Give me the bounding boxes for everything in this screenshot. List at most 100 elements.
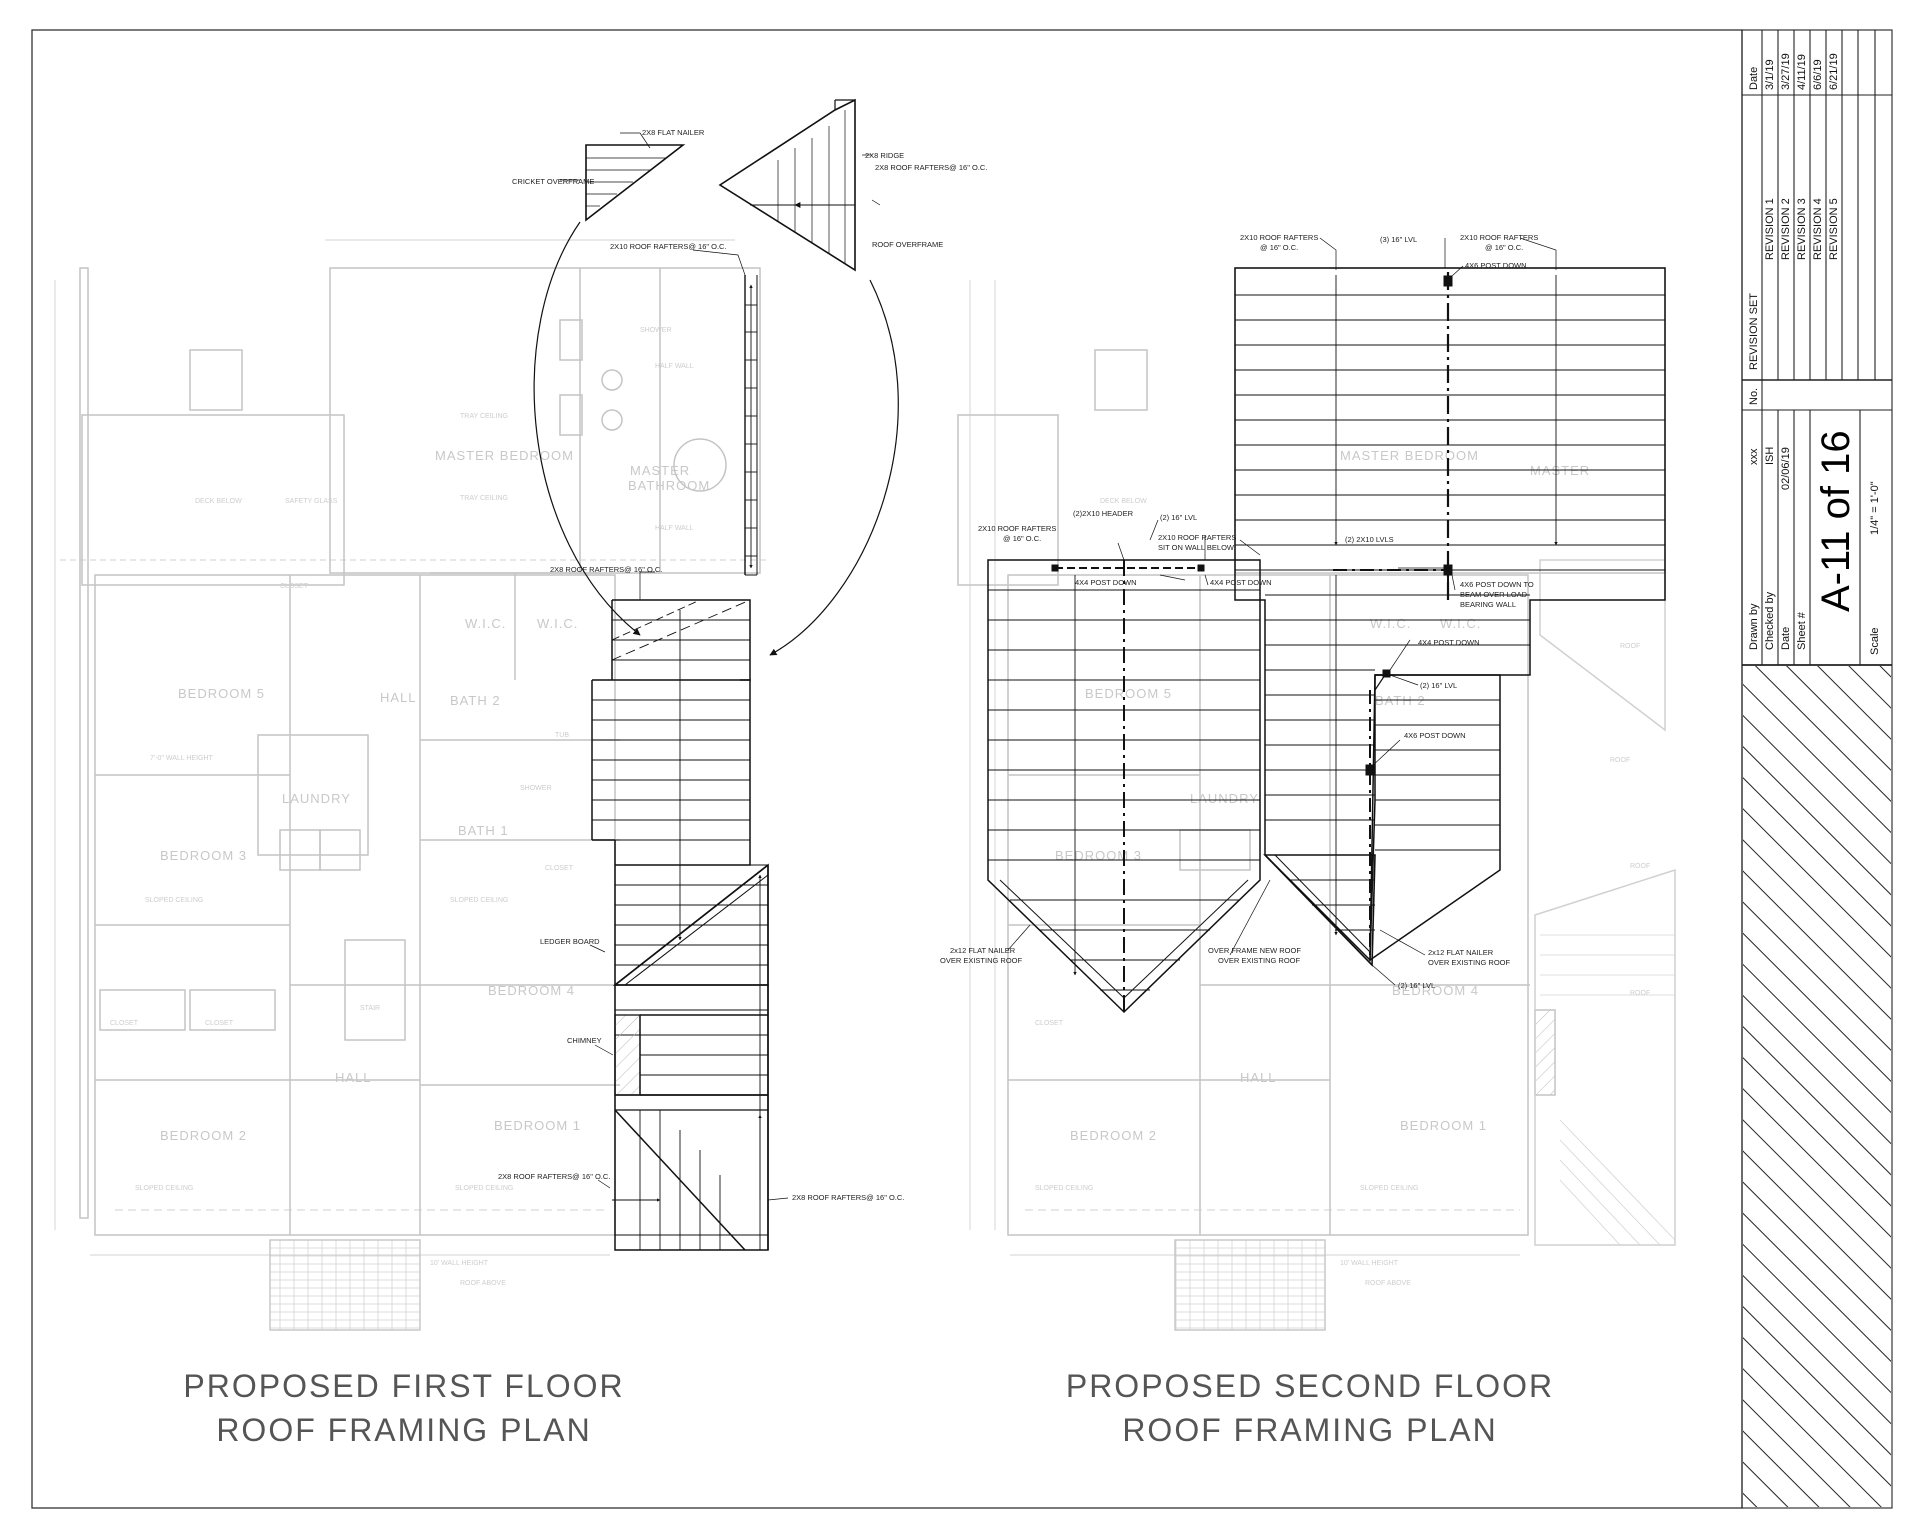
callout-rafters: @ 16" O.C.: [1485, 243, 1523, 252]
callout-nailer: 2x12 FLAT NAILER: [1428, 948, 1494, 957]
room-label: BEDROOM 3: [1055, 848, 1142, 863]
room-label: HALL: [1240, 1070, 1277, 1085]
callout-cricket-overframe: CRICKET OVERFRAME: [512, 177, 594, 186]
note-label: CLOSET: [545, 865, 574, 872]
second-floor-callouts: 2X10 ROOF RAFTERS @ 16" O.C. (3) 16" LVL…: [940, 233, 1538, 990]
room-label: BEDROOM 4: [488, 983, 575, 998]
note-label: DECK BELOW: [1100, 498, 1147, 505]
callout-rafters: @ 16" O.C.: [1003, 534, 1041, 543]
second-floor-plan-title-line1: PROPOSED SECOND FLOOR: [1066, 1368, 1554, 1404]
note-label: ROOF ABOVE: [460, 1280, 506, 1287]
callout-lvl: (2) 16" LVL: [1420, 681, 1457, 690]
room-label: W.I.C.: [1370, 616, 1411, 631]
note-label: SAFETY GLASS: [285, 498, 338, 505]
left-wing-roof: [987, 559, 1261, 1014]
checked-by-value: ISH: [1764, 447, 1776, 465]
callout-rafters: 2X8 ROOF RAFTERS@ 16" O.C.: [498, 1172, 610, 1181]
room-label: MASTER BEDROOM: [1340, 448, 1479, 463]
note-label: HALF WALL: [655, 363, 694, 370]
room-label: MASTER: [630, 463, 690, 478]
callout-post: 4X4 POST DOWN: [1075, 578, 1137, 587]
title-block-text: Date REVISION SET 3/1/19 REVISION 1 3/27…: [1748, 53, 1881, 655]
note-label: ROOF ABOVE: [1365, 1280, 1411, 1287]
room-label: BEDROOM 4: [1392, 983, 1479, 998]
note-label: CLOSET: [205, 1020, 234, 1027]
sheet-number: A-11 of 16: [1814, 430, 1858, 612]
revision-date: 6/6/19: [1812, 59, 1824, 90]
room-label: W.I.C.: [537, 616, 578, 631]
note-label: SLOPED CEILING: [455, 1185, 513, 1192]
first-floor-ghost-labels: MASTER BEDROOM MASTER BATHROOM W.I.C. W.…: [110, 327, 709, 1287]
first-floor-framing: [533, 98, 899, 1251]
room-label: BEDROOM 5: [1085, 686, 1172, 701]
callout-chimney: CHIMNEY: [567, 1036, 602, 1045]
callout-post: 4X4 POST DOWN: [1210, 578, 1272, 587]
callout-rafters-wall: 2X10 ROOF RAFTERS: [1158, 533, 1236, 542]
note-label: SLOPED CEILING: [145, 897, 203, 904]
chimney-box: [614, 1014, 641, 1096]
room-label: MASTER BEDROOM: [435, 448, 574, 463]
callout-nailer: OVER EXISTING ROOF: [940, 956, 1023, 965]
first-floor-callouts: 2X8 FLAT NAILER CRICKET OVERFRAME 2X8 RI…: [498, 128, 987, 1202]
drawn-by-label: Drawn by: [1748, 603, 1760, 650]
room-label: BEDROOM 1: [494, 1118, 581, 1133]
main-roof-outline: [1234, 267, 1666, 962]
note-label: 10' WALL HEIGHT: [1340, 1260, 1399, 1267]
date-column-header: Date: [1748, 67, 1760, 90]
room-label: LAUNDRY: [1190, 791, 1259, 806]
first-floor-ghost-plan: [54, 239, 770, 1331]
note-label: ROOF: [1630, 990, 1650, 997]
callout-post: 4X6 POST DOWN: [1465, 261, 1527, 270]
revision-name: REVISION 4: [1812, 198, 1824, 260]
callout-post: 4X6 POST DOWN: [1404, 731, 1466, 740]
room-label: BATH 1: [458, 823, 509, 838]
room-label: HALL: [335, 1070, 372, 1085]
callout-overframe: OVER FRAME NEW ROOF: [1208, 946, 1301, 955]
callout-overframe: OVER EXISTING ROOF: [1218, 956, 1301, 965]
cricket-overframe-detail: [585, 144, 686, 222]
note-label: CLOSET: [110, 1020, 139, 1027]
note-label: ROOF: [1630, 863, 1650, 870]
room-label: BEDROOM 1: [1400, 1118, 1487, 1133]
first-floor-plan-title-line2: ROOF FRAMING PLAN: [216, 1412, 591, 1448]
second-floor-framing: [987, 237, 1666, 1014]
second-floor-ghost-labels: MASTER BEDROOM MASTER W.I.C. W.I.C. BATH…: [1035, 448, 1650, 1287]
room-label: BEDROOM 3: [160, 848, 247, 863]
no-column-header: No.: [1748, 388, 1760, 405]
room-label: W.I.C.: [465, 616, 506, 631]
cricket-curve-arrow: [533, 221, 641, 636]
note-label: TUB: [555, 732, 569, 739]
date-value: 02/06/19: [1780, 447, 1792, 490]
callout-roof-overframe: ROOF OVERFRAME: [872, 240, 943, 249]
post-4x4-c: [1382, 669, 1391, 678]
callout-rafters: 2X10 ROOF RAFTERS: [978, 524, 1056, 533]
room-label: LAUNDRY: [282, 791, 351, 806]
note-label: SHOWER: [640, 327, 672, 334]
note-label: TRAY CEILING: [460, 413, 508, 420]
callout-rafters: 2X10 ROOF RAFTERS: [1460, 233, 1538, 242]
callout-header: (2)2X10 HEADER: [1073, 509, 1134, 518]
revision-date: 3/27/19: [1780, 53, 1792, 90]
callout-post: BEAM OVER LOAD: [1460, 590, 1528, 599]
callout-ridge: 2X8 RIDGE: [865, 151, 904, 160]
note-label: CLOSET: [280, 583, 309, 590]
scale-value: 1/4" = 1'-0": [1869, 481, 1881, 535]
callout-lvl: (3) 16" LVL: [1380, 235, 1417, 244]
post-4x6-top: [1443, 275, 1453, 287]
checked-by-label: Checked by: [1764, 591, 1776, 650]
first-floor-plan-title-line1: PROPOSED FIRST FLOOR: [183, 1368, 624, 1404]
revision-name: REVISION 3: [1796, 198, 1808, 260]
sheet-label: Sheet #: [1796, 611, 1808, 650]
revision-column-header: REVISION SET: [1748, 293, 1760, 370]
revision-date: 6/21/19: [1828, 53, 1840, 90]
room-label: MASTER: [1530, 463, 1590, 478]
note-label: ROOF: [1610, 757, 1630, 764]
callout-rafters: 2X8 ROOF RAFTERS@ 16" O.C.: [792, 1193, 904, 1202]
note-label: SHOWER: [520, 785, 552, 792]
callout-post: 4X4 POST DOWN: [1418, 638, 1480, 647]
note-label: SLOPED CEILING: [1360, 1185, 1418, 1192]
note-label: SLOPED CEILING: [450, 897, 508, 904]
post-4x6-beam: [1443, 564, 1453, 576]
second-floor-ghost-plan: [957, 267, 1676, 1331]
